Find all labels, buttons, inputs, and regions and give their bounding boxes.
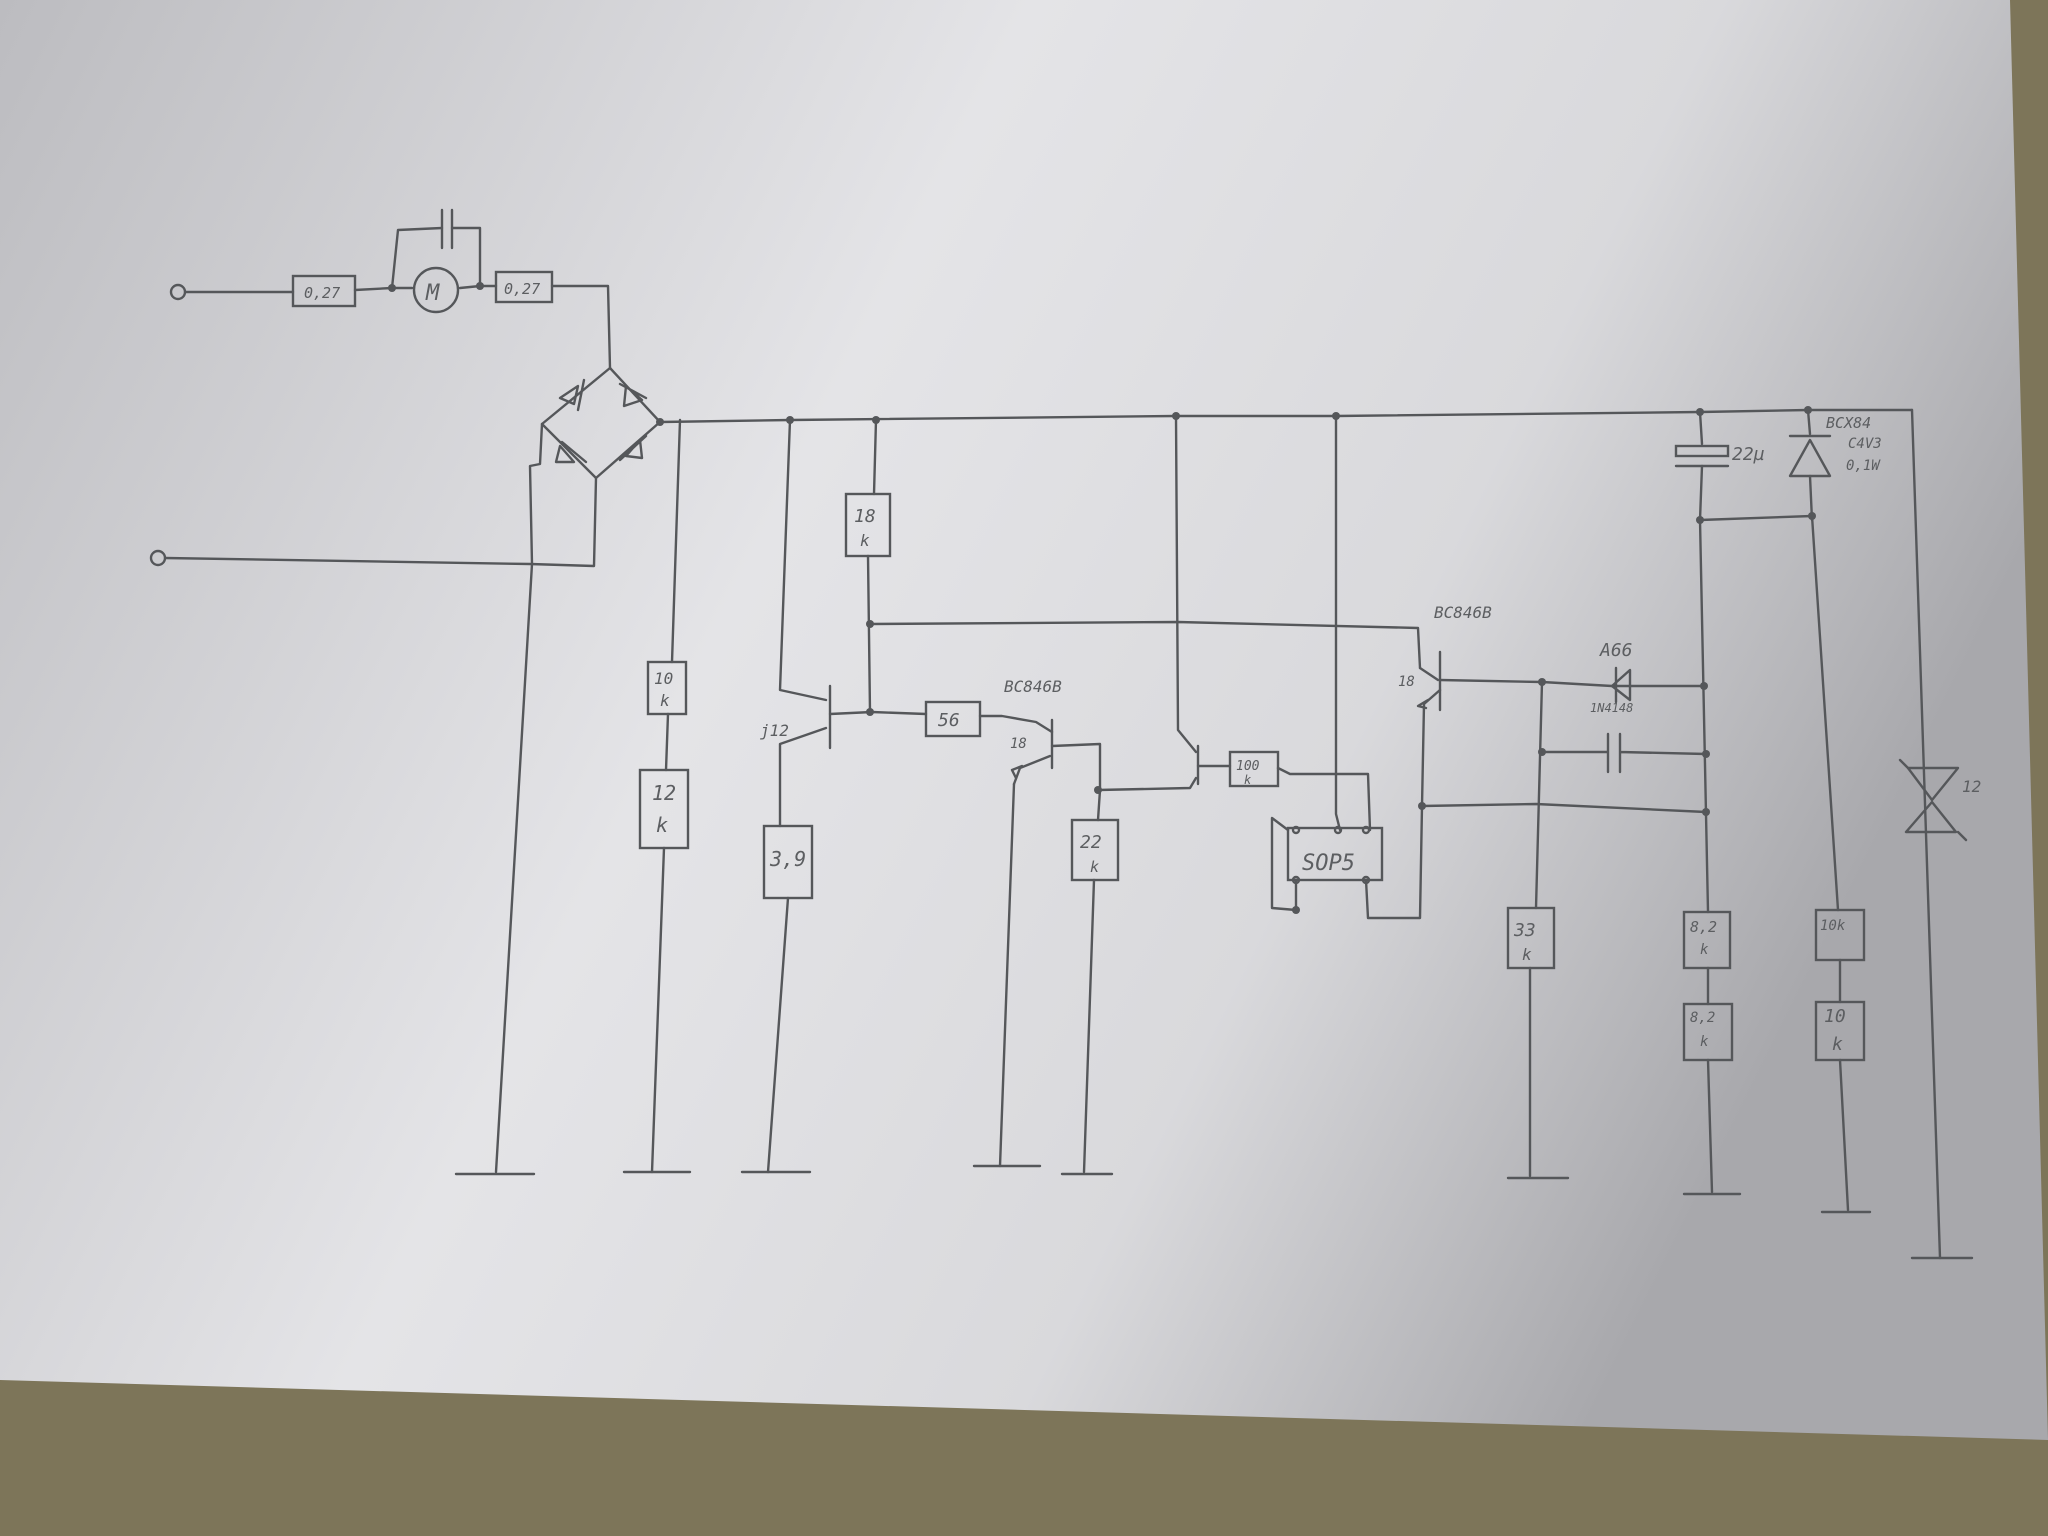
label-r10k-left: 10 — [654, 669, 673, 688]
label-r82k-b: 8,2 — [1690, 1010, 1715, 1026]
tvs-diode — [1898, 408, 1974, 1260]
transistor-j12 — [740, 418, 928, 1174]
label-cap: 22µ — [1732, 444, 1765, 465]
label-r33k: 33 — [1513, 920, 1536, 941]
label-q2: BC846B — [1004, 677, 1062, 696]
label-q2-pin: 18 — [1010, 736, 1027, 752]
regulator-section — [1674, 408, 1872, 1214]
label-r18k-top-unit: k — [860, 531, 870, 550]
label-diode-part: 1N4148 — [1590, 701, 1633, 715]
label-r22k-unit: k — [1090, 858, 1099, 876]
label-r12k-left-unit: k — [656, 813, 668, 837]
label-r22k: 22 — [1080, 832, 1102, 853]
label-reg-pow: 0,1W — [1846, 458, 1881, 474]
pullup-18k — [844, 418, 1422, 714]
label-r82k-b-unit: k — [1700, 1034, 1709, 1050]
label-r-top-right: 0,27 — [504, 280, 540, 298]
label-r100k: 100 — [1236, 759, 1260, 774]
label-r56: 56 — [938, 710, 960, 731]
label-r10k-right: 10k — [1820, 918, 1846, 934]
diode-1n4148 — [1506, 666, 1710, 1180]
label-r39: 3,9 — [769, 847, 806, 871]
labels: 0,27 M 0,27 18 k 10 k 12 k 3,9 j12 56 BC… — [304, 280, 1981, 1055]
label-r12k-left: 12 — [652, 781, 676, 805]
label-reg-part: BCX84 — [1826, 414, 1871, 432]
divider-left — [622, 418, 692, 1174]
label-r10k-right-b-unit: k — [1832, 1034, 1843, 1055]
capacitor-22u — [1674, 444, 1730, 458]
label-tvs: 12 — [1962, 777, 1981, 796]
transistor-q3 — [1416, 650, 1710, 816]
bridge-rectifier — [454, 366, 662, 1176]
label-r33k-unit: k — [1522, 945, 1532, 964]
label-diode: A66 — [1599, 640, 1633, 661]
transistor-q2 — [924, 700, 1198, 1176]
label-r100k-unit: k — [1244, 773, 1252, 787]
label-r82k-unit: k — [1700, 942, 1709, 958]
label-q3-pin: 18 — [1398, 674, 1415, 690]
label-r82k: 8,2 — [1690, 918, 1717, 936]
ic-stage — [1174, 414, 1424, 920]
label-motor: M — [425, 281, 440, 306]
label-r10k-right-b: 10 — [1824, 1006, 1846, 1027]
label-reg-volt: C4V3 — [1848, 436, 1882, 452]
label-q3: BC846B — [1434, 603, 1492, 622]
label-ic: SOP5 — [1302, 851, 1355, 876]
label-r-top-left: 0,27 — [304, 284, 340, 302]
input-section — [149, 208, 612, 568]
label-r18k-top: 18 — [854, 506, 876, 527]
motor-symbol — [412, 266, 460, 314]
label-q1: j12 — [760, 721, 789, 740]
label-r10k-left-unit: k — [660, 691, 670, 710]
